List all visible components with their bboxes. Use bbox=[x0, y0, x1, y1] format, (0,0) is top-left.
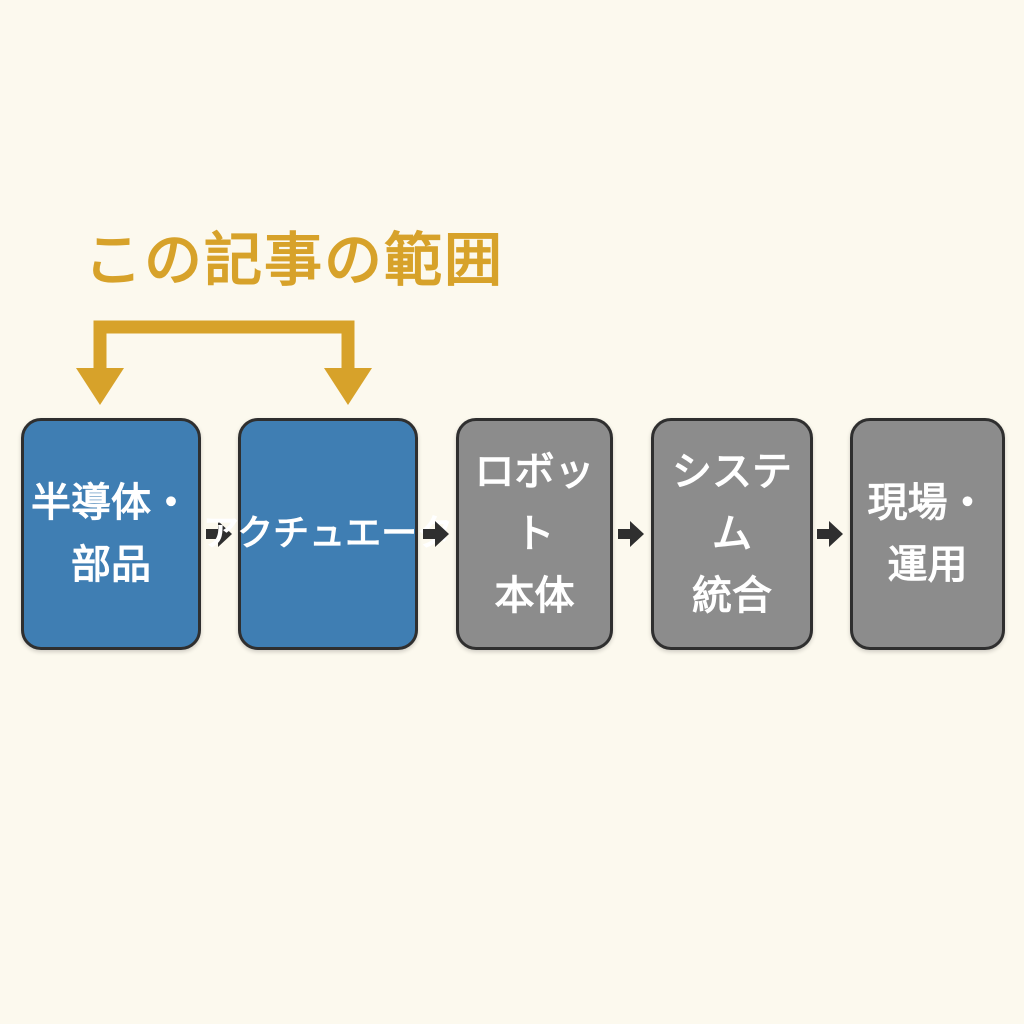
step-robot-body: ロボット 本体 bbox=[456, 418, 613, 650]
scope-arrow-left-icon bbox=[76, 368, 124, 405]
step-label-field-operation: 現場・ 運用 bbox=[867, 480, 988, 588]
scope-arrow-right-icon bbox=[324, 368, 372, 405]
step-system-integration: システム 統合 bbox=[651, 418, 813, 650]
step-semiconductor-parts: 半導体・ 部品 bbox=[21, 418, 201, 650]
step-label-actuator: アクチュエータ bbox=[202, 513, 454, 554]
flow-arrow-4-icon bbox=[817, 521, 843, 547]
scope-title: この記事の範囲 bbox=[84, 226, 505, 294]
step-label-system-integration: システム 統合 bbox=[672, 449, 792, 619]
flow-arrow-2-icon bbox=[423, 521, 449, 547]
step-field-operation: 現場・ 運用 bbox=[850, 418, 1005, 650]
flow-arrow-3-icon bbox=[618, 521, 644, 547]
step-label-semiconductor-parts: 半導体・ 部品 bbox=[31, 480, 191, 588]
flow-arrow-1-icon bbox=[206, 521, 232, 547]
step-actuator: アクチュエータ bbox=[203, 418, 453, 650]
scope-bracket-line bbox=[93, 320, 355, 380]
step-label-robot-body: ロボット 本体 bbox=[474, 449, 595, 619]
